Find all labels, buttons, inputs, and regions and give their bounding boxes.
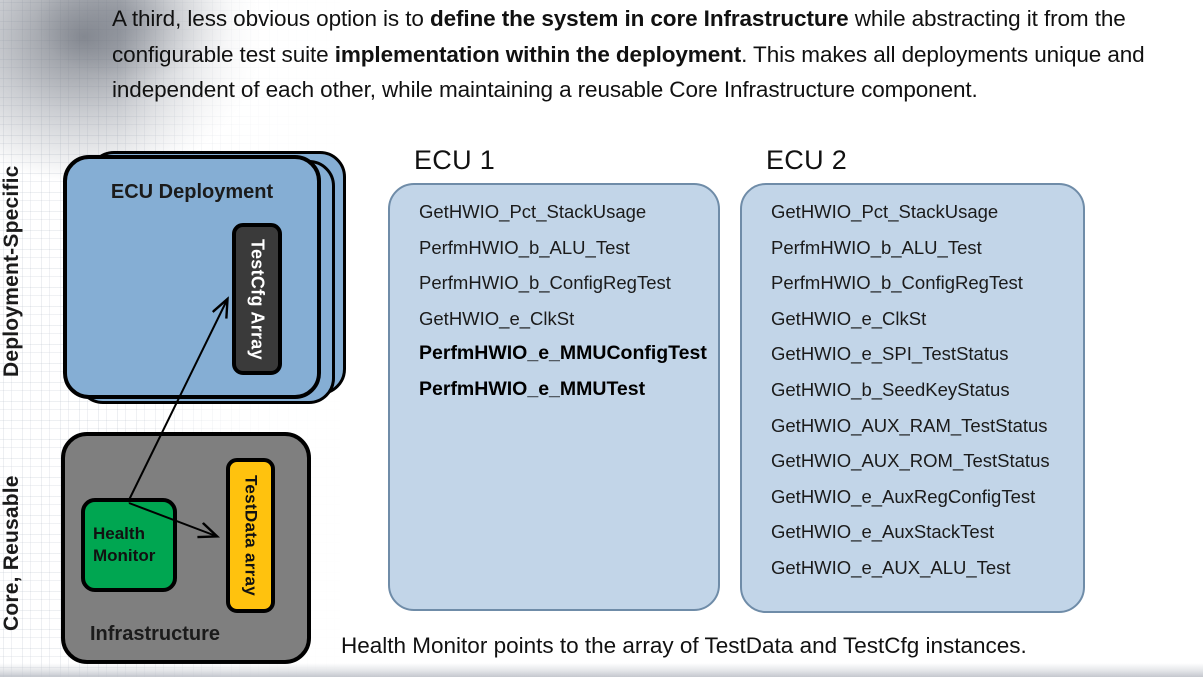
health-monitor-label-line1: Health bbox=[93, 524, 145, 543]
testcfg-array-label: TestCfg Array bbox=[247, 238, 268, 360]
list-item[interactable]: PerfmHWIO_e_MMUTest bbox=[419, 377, 646, 400]
ecu1-heading: ECU 1 bbox=[414, 145, 496, 175]
list-item[interactable]: GetHWIO_e_AUX_ALU_Test bbox=[771, 556, 1011, 578]
intro-paragraph: A third, less obvious option is to defin… bbox=[112, 1, 1194, 108]
list-item[interactable]: GetHWIO_e_ClkSt bbox=[771, 307, 927, 329]
bottom-edge-shading bbox=[0, 663, 1203, 677]
testcfg-array-box[interactable]: TestCfg Array bbox=[232, 223, 282, 375]
health-monitor-label-line2: Monitor bbox=[93, 546, 156, 565]
list-item[interactable]: GetHWIO_AUX_RAM_TestStatus bbox=[771, 414, 1048, 436]
ecu2-heading: ECU 2 bbox=[766, 145, 848, 175]
list-item[interactable]: GetHWIO_b_SeedKeyStatus bbox=[771, 378, 1010, 400]
testdata-array-label: TestData array bbox=[241, 474, 261, 597]
list-item[interactable]: PerfmHWIO_b_ConfigRegTest bbox=[419, 272, 671, 294]
list-item[interactable]: PerfmHWIO_b_ConfigRegTest bbox=[771, 272, 1023, 294]
list-item[interactable]: GetHWIO_Pct_StackUsage bbox=[419, 201, 647, 222]
list-item[interactable]: PerfmHWIO_e_MMUConfigTest bbox=[419, 342, 707, 365]
list-item[interactable]: GetHWIO_e_AuxStackTest bbox=[771, 521, 995, 543]
intro-segment-4: . This makes all deployments unique and … bbox=[112, 41, 1145, 103]
list-item[interactable]: GetHWIO_e_AuxRegConfigTest bbox=[771, 485, 1036, 507]
testdata-array-box[interactable]: TestData array bbox=[226, 458, 275, 613]
list-item[interactable]: PerfmHWIO_b_ALU_Test bbox=[419, 236, 630, 258]
side-label-core-reusable: Core, Reusable bbox=[0, 475, 23, 631]
ecu-deployment-box[interactable]: ECU Deployment TestCfg Array bbox=[63, 155, 321, 399]
intro-segment-1: define the system in core Infrastructure bbox=[429, 6, 849, 31]
infrastructure-box[interactable]: Health Monitor TestData array Infrastruc… bbox=[61, 432, 311, 664]
list-item[interactable]: GetHWIO_AUX_ROM_TestStatus bbox=[771, 450, 1050, 472]
intro-segment-2: while abstracting it from the configurab… bbox=[112, 6, 1126, 67]
ecu-deployment-title: ECU Deployment bbox=[110, 181, 274, 203]
intro-segment-3: implementation within the deployment bbox=[334, 41, 742, 67]
list-item[interactable]: PerfmHWIO_b_ALU_Test bbox=[771, 236, 982, 258]
infrastructure-title: Infrastructure bbox=[90, 623, 221, 645]
list-item[interactable]: GetHWIO_e_ClkSt bbox=[419, 307, 575, 329]
health-monitor-box[interactable]: Health Monitor bbox=[81, 498, 177, 592]
bottom-caption: Health Monitor points to the array of Te… bbox=[341, 633, 1027, 658]
intro-segment-0: A third, less obvious option is to bbox=[112, 6, 430, 31]
list-item[interactable]: GetHWIO_Pct_StackUsage bbox=[771, 201, 999, 222]
side-label-deployment-specific: Deployment-Specific bbox=[0, 165, 23, 377]
list-item[interactable]: GetHWIO_e_SPI_TestStatus bbox=[771, 343, 1009, 365]
